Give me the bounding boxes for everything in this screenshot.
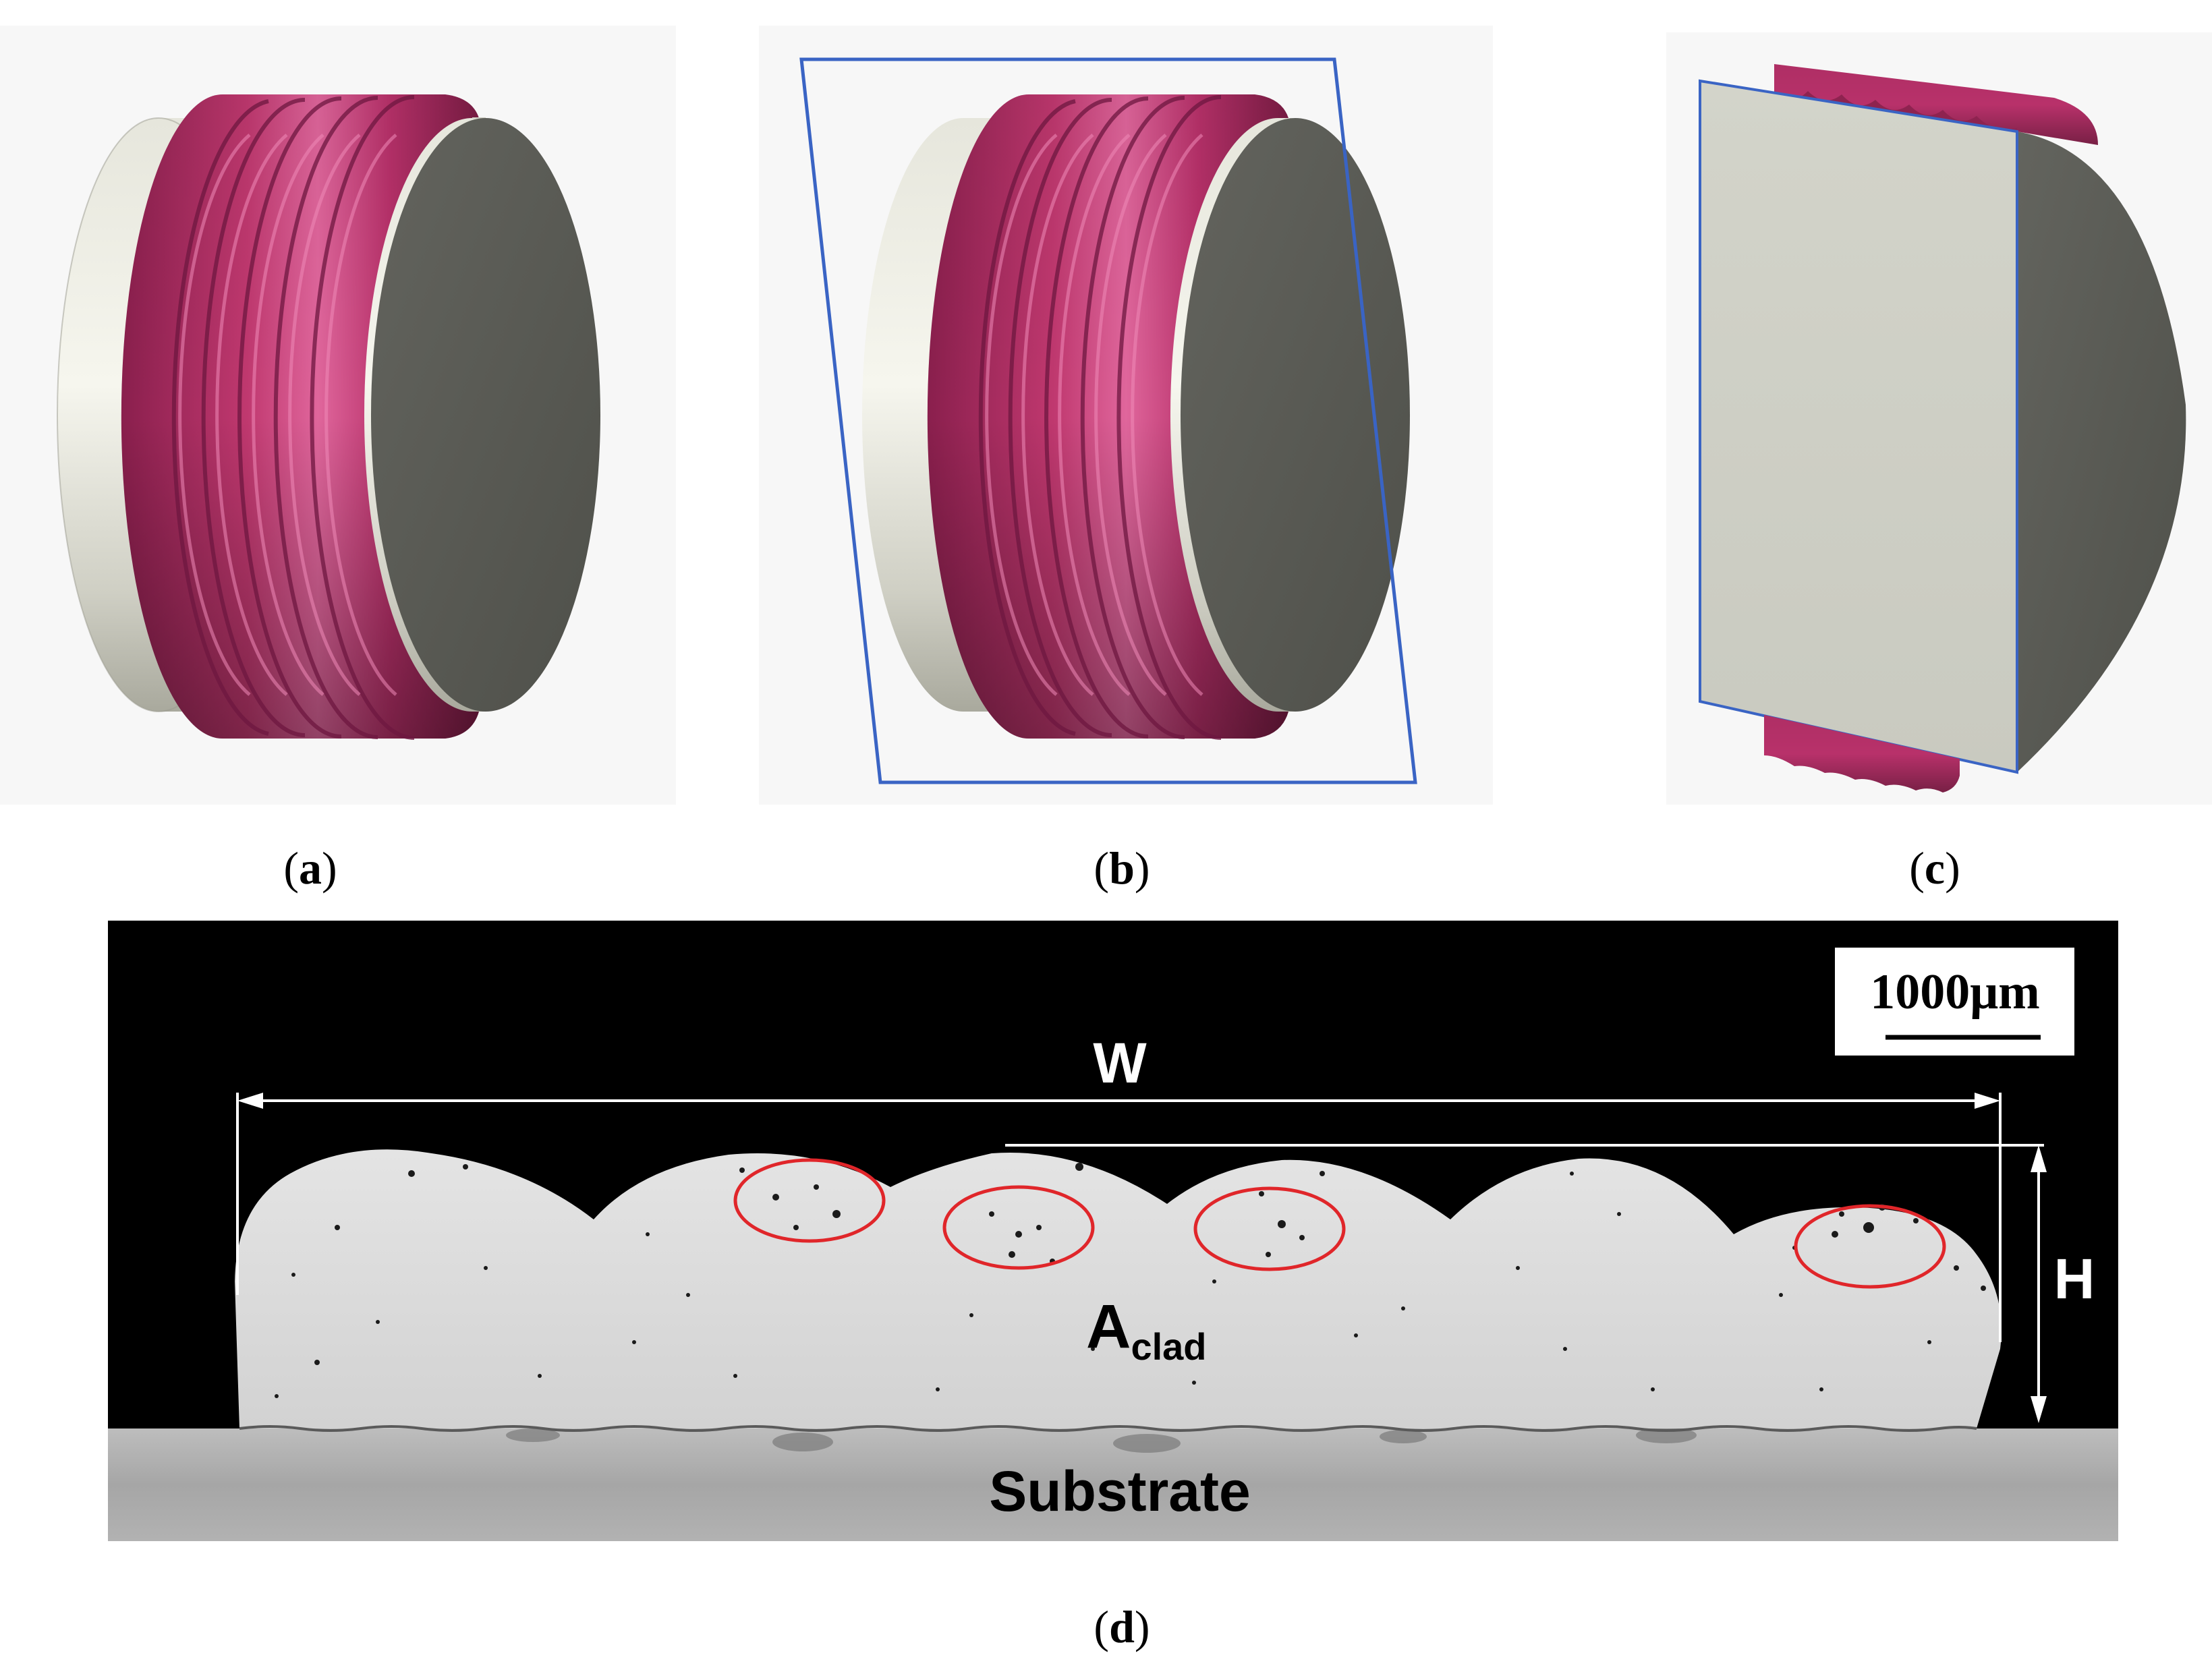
panel-d-label: (d) [1094, 1601, 1150, 1652]
substrate-end-face [371, 118, 600, 712]
clad-area-label: Aclad [1086, 1292, 1207, 1368]
panel-b-section-plane-model [759, 26, 1493, 805]
defect-ellipse [942, 1185, 1095, 1270]
height-dimension [1005, 1144, 2047, 1423]
section-plane-outline [799, 57, 1417, 784]
cladding-beads-bottom [1764, 715, 1960, 792]
clad-layer [235, 1149, 2002, 1428]
substrate-end-face [1181, 118, 1410, 712]
panel-c-sectioned-model [1666, 32, 2212, 805]
substrate-label: Substrate [989, 1460, 1250, 1523]
panel-b-label: (b) [1094, 842, 1150, 894]
substrate-end-face [2017, 132, 2186, 772]
panel-c-label: (c) [1909, 842, 1960, 894]
panel-d-cross-section-micrograph: 1000μm W H Aclad Substrate [108, 921, 2118, 1541]
defect-ellipse [1794, 1204, 1946, 1289]
scale-bar: 1000μm [1835, 948, 2074, 1056]
width-dimension [236, 1093, 2002, 1342]
substrate-region [108, 1428, 2118, 1541]
width-label: W [1093, 1031, 1147, 1095]
scale-bar-label: 1000μm [1870, 964, 2040, 1020]
fusion-line [239, 1425, 1977, 1432]
panel-a-label: (a) [283, 842, 337, 894]
section-face [1700, 81, 2017, 772]
height-label: H [2054, 1247, 2095, 1310]
defect-markers [733, 1158, 1946, 1289]
defect-ellipse [733, 1158, 886, 1243]
defect-ellipse [1193, 1186, 1346, 1271]
panel-a-cylinder-model [0, 26, 676, 805]
